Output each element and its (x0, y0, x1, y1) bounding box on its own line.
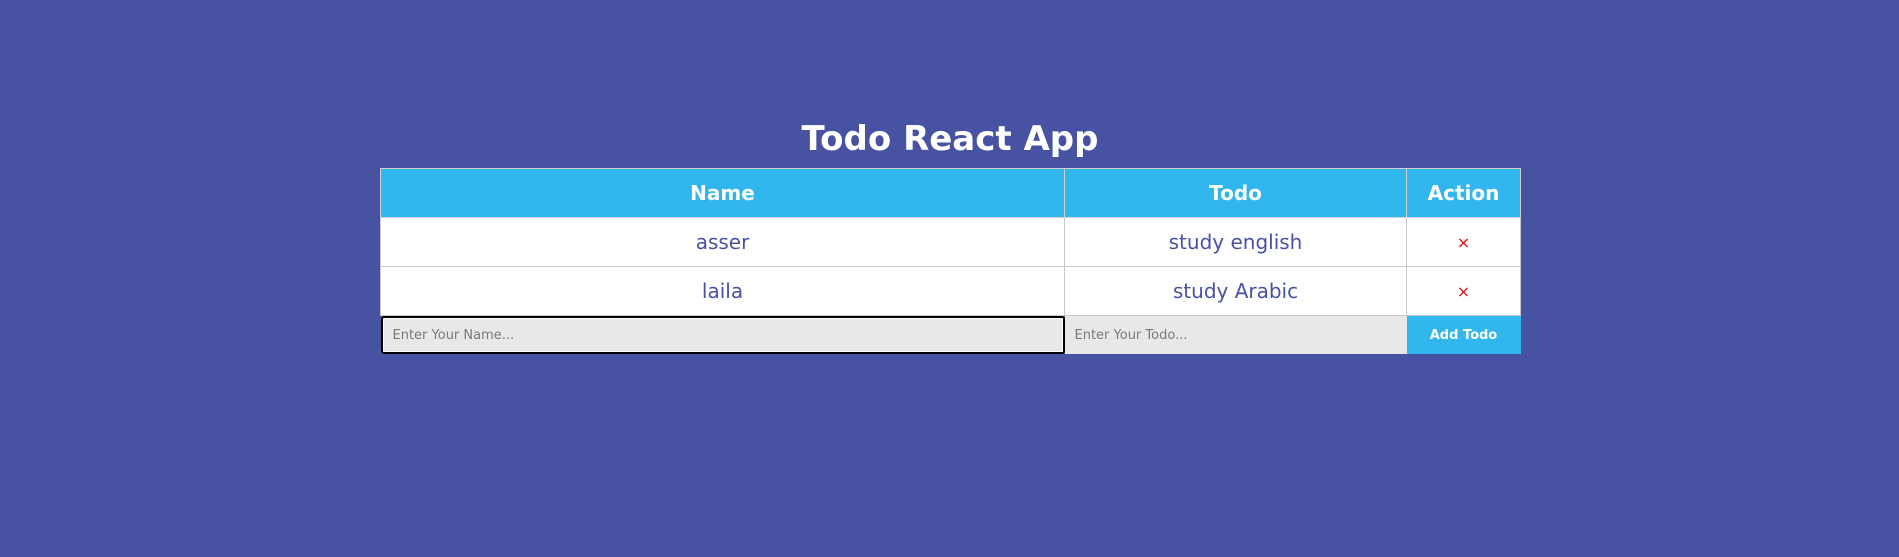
todo-text-cell: study english (1064, 217, 1407, 267)
todo-name-cell: asser (380, 217, 1065, 267)
delete-icon[interactable]: × (1406, 217, 1521, 267)
todo-name-cell: laila (380, 266, 1065, 316)
delete-icon[interactable]: × (1406, 266, 1521, 316)
todo-table: Name Todo Action asser study english × l… (380, 168, 1521, 354)
todo-input[interactable] (1064, 316, 1407, 354)
header-action: Action (1406, 168, 1521, 218)
name-input[interactable] (380, 316, 1065, 354)
todo-app: Todo React App Name Todo Action asser st… (380, 118, 1521, 354)
name-input-cell (380, 316, 1065, 354)
table-header-row: Name Todo Action (380, 168, 1521, 218)
page-title: Todo React App (801, 119, 1099, 159)
add-button-cell: Add Todo (1406, 316, 1521, 354)
table-row: asser study english × (380, 217, 1521, 267)
header-todo: Todo (1064, 168, 1407, 218)
todo-text-cell: study Arabic (1064, 266, 1407, 316)
add-todo-button[interactable]: Add Todo (1406, 316, 1521, 354)
todo-input-cell (1064, 316, 1407, 354)
table-row: laila study Arabic × (380, 266, 1521, 316)
header-name: Name (380, 168, 1065, 218)
add-todo-form-row: Add Todo (380, 316, 1521, 354)
